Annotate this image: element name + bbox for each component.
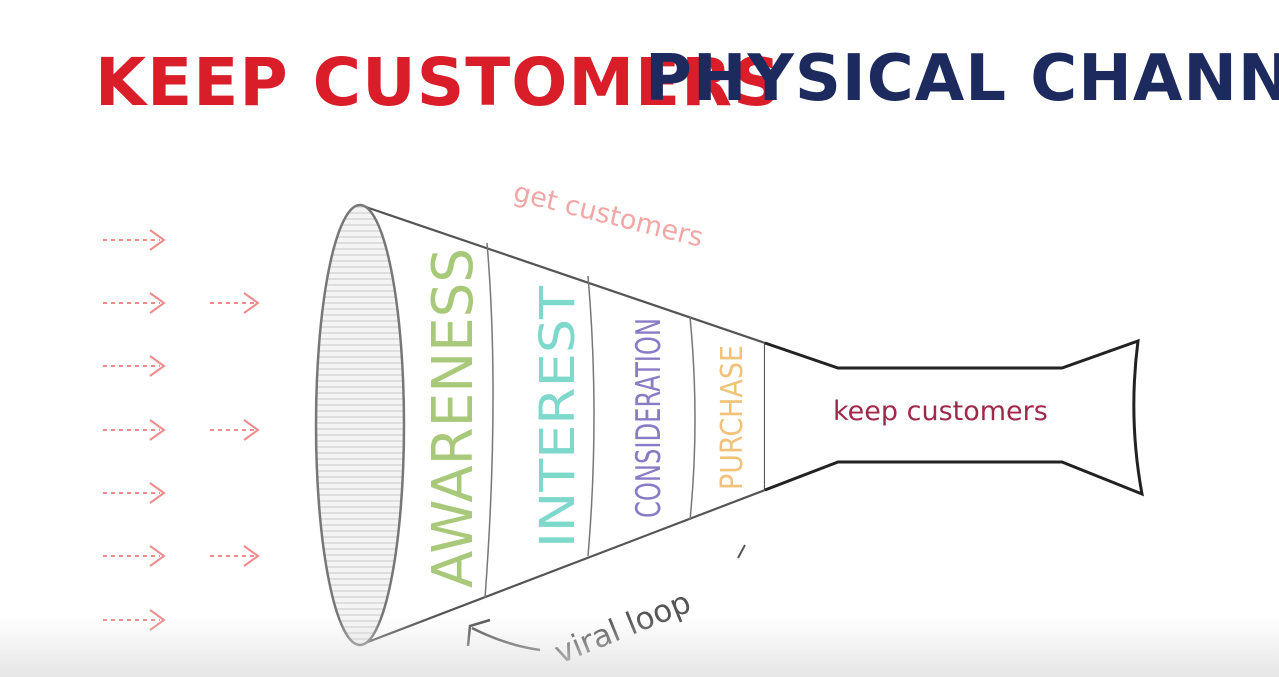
keep-customers-label: keep customers	[833, 396, 1048, 427]
dashed-arrow-icon	[103, 292, 166, 314]
dashed-arrow-icon	[103, 609, 166, 631]
dashed-arrow-icon	[103, 482, 166, 504]
dashed-arrow-icon	[103, 419, 166, 441]
funnel-body	[314, 203, 767, 647]
curved-arrow-icon	[466, 618, 541, 652]
dashed-arrow-icon	[210, 545, 260, 567]
stage-consideration: CONSIDERATION	[629, 318, 669, 518]
get-customers-label: get customers	[510, 177, 706, 254]
viral-loop-tick	[737, 544, 746, 559]
title-keep-customers: KEEP CUSTOMERS	[95, 44, 781, 121]
dashed-arrow-icon	[103, 545, 166, 567]
dashed-arrow-icon	[103, 355, 166, 377]
stage-awareness: AWARENESS	[421, 248, 486, 588]
dashed-arrow-icon	[210, 292, 260, 314]
title-physical-channel: PHYSICAL CHANNEL	[645, 42, 1279, 116]
funnel-mouth	[314, 203, 406, 647]
dashed-arrow-icon	[210, 419, 260, 441]
incoming-arrows	[103, 229, 260, 631]
viral-loop-label: viral loop	[550, 584, 696, 671]
stage-interest: INTEREST	[530, 285, 586, 548]
stage-purchase: PURCHASE	[715, 345, 750, 490]
dashed-arrow-icon	[103, 229, 166, 251]
funnel-spout	[764, 338, 1144, 497]
